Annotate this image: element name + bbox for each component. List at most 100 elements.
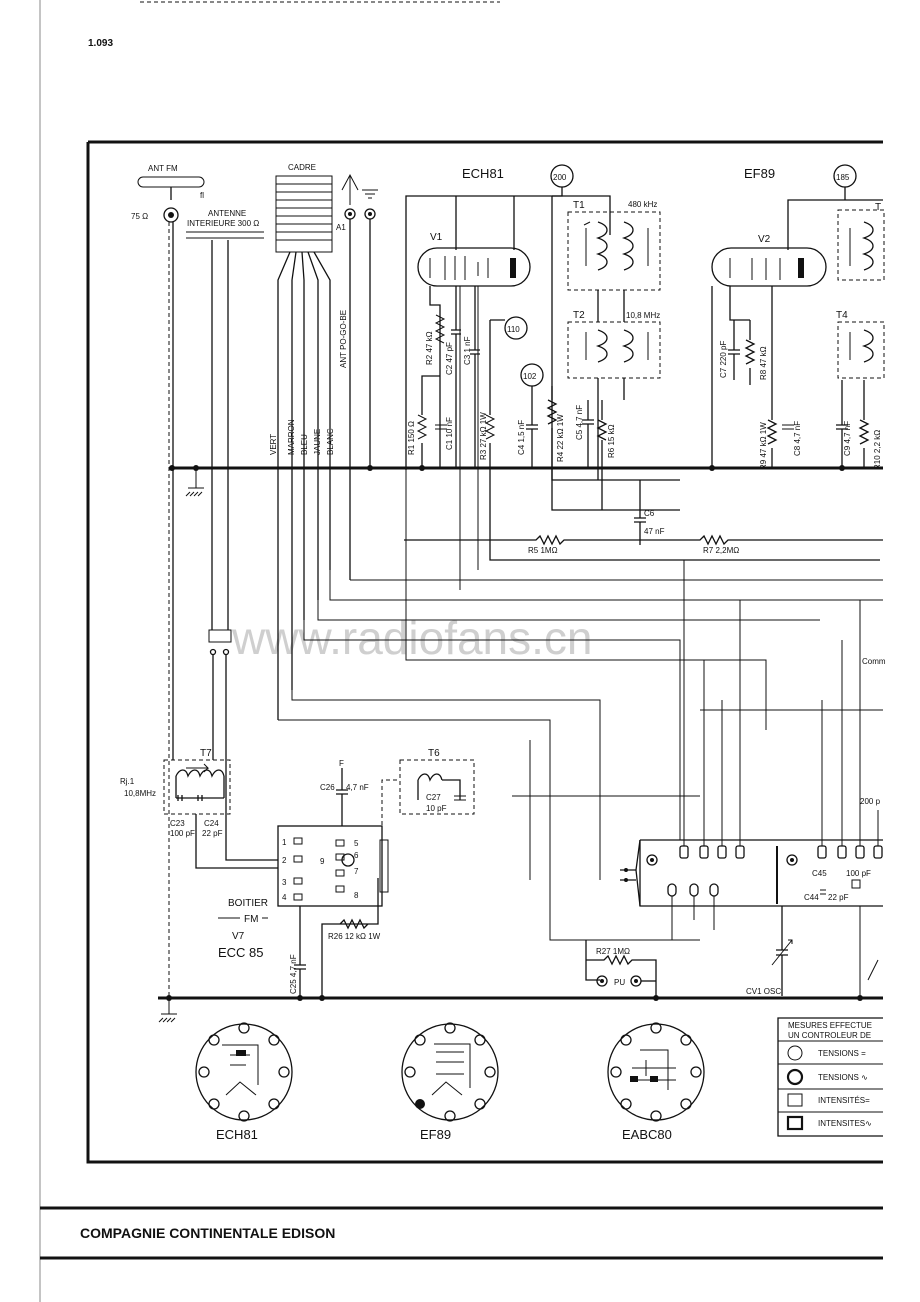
svg-text:Rj.1: Rj.1: [120, 777, 135, 786]
svg-text:R10 2,2 kΩ: R10 2,2 kΩ: [873, 430, 882, 470]
socket-label-ech81: ECH81: [216, 1127, 258, 1142]
svg-text:110: 110: [507, 325, 520, 334]
svg-text:5: 5: [354, 839, 359, 848]
svg-text:1: 1: [282, 838, 287, 847]
svg-text:C7 220 pF: C7 220 pF: [719, 341, 728, 378]
svg-text:C9 4,7 nF: C9 4,7 nF: [843, 421, 852, 456]
cadre-label: CADRE: [288, 163, 316, 172]
c26-capacitor: F C26 4,7 nF: [320, 759, 369, 826]
legend-header-1: MESURES EFFECTUE: [788, 1021, 872, 1030]
c6-capacitor: C6 47 nF: [634, 480, 665, 545]
svg-text:10 pF: 10 pF: [426, 804, 447, 813]
c25-capacitor: C25 4,7 nF: [289, 906, 306, 1000]
r27-pu: R27 1MΩ PU: [585, 940, 657, 996]
wire-bleu: BLEU: [300, 434, 309, 455]
svg-text:200: 200: [553, 173, 567, 182]
svg-text:TENSIONS ∿: TENSIONS ∿: [818, 1073, 868, 1082]
svg-text:TENSIONS =: TENSIONS =: [818, 1049, 866, 1058]
legend-square-thick: [786, 1115, 804, 1131]
v1-type-label: ECH81: [462, 166, 504, 181]
socket-ech81: ECH81: [195, 1022, 293, 1142]
r5-r7-resistors: R5 1MΩ R7 2,2MΩ: [404, 534, 883, 555]
svg-text:C8 4,7 nF: C8 4,7 nF: [793, 421, 802, 456]
svg-text:C1 10 nF: C1 10 nF: [445, 417, 454, 450]
svg-text:C5 4,7 nF: C5 4,7 nF: [575, 405, 584, 440]
t7-transformer: T7 Rj.1 10,8MHz C23 100 pF C24 22 pF: [120, 748, 278, 869]
test-point-102: 102: [520, 363, 544, 387]
svg-text:6: 6: [354, 851, 359, 860]
socket-label-eabc80: EABC80: [622, 1127, 672, 1142]
svg-text:200 p: 200 p: [860, 797, 881, 806]
svg-text:ﬂ: ﬂ: [200, 191, 204, 200]
wire-jaune: JAUNE: [313, 429, 322, 455]
svg-text:R2 47 kΩ: R2 47 kΩ: [425, 331, 434, 365]
svg-text:T4: T4: [836, 310, 848, 321]
svg-text:R3 27 kΩ 1W: R3 27 kΩ 1W: [479, 412, 488, 460]
legend-header-2: UN CONTROLEUR DE: [788, 1031, 871, 1040]
svg-text:2: 2: [282, 856, 287, 865]
v1-network: R2 47 kΩ C2 47 pF C3 1 nF R1 150 Ω C1 10…: [407, 286, 880, 561]
legend-circle-thin: [787, 1045, 803, 1061]
svg-text:F: F: [339, 759, 344, 768]
page-number: 1.093: [88, 38, 113, 49]
v2-network: C7 220 pF R8 47 kΩ R9 47 kΩ 1W C8 4,7 nF…: [711, 286, 882, 470]
svg-text:4,7 nF: 4,7 nF: [346, 783, 369, 792]
ant-po-go-be-label: ANT PO-GO-BE: [339, 310, 348, 368]
v2-type-label: EF89: [744, 166, 775, 181]
svg-text:Comm: Comm: [862, 657, 886, 666]
interior-antenna-label-2: INTERIEURE 300 Ω: [187, 219, 259, 228]
t3-transformer: T: [837, 202, 885, 281]
svg-text:FM: FM: [244, 914, 258, 925]
watermark: www.radiofans.cn: [231, 612, 593, 664]
svg-text:102: 102: [523, 372, 537, 381]
svg-text:10,8MHz: 10,8MHz: [124, 789, 156, 798]
a1-label: A1: [336, 223, 346, 232]
svg-text:T6: T6: [428, 748, 440, 759]
test-point-110: 110: [504, 316, 528, 340]
svg-text:C2 47 pF: C2 47 pF: [445, 342, 454, 375]
t1-transformer: T1 480 kHz: [567, 200, 661, 291]
wire-blanc: BLANC: [326, 428, 335, 455]
antenna-plug: [208, 629, 232, 643]
svg-text:R7 2,2MΩ: R7 2,2MΩ: [703, 546, 739, 555]
svg-text:T1: T1: [573, 200, 585, 211]
cadre-antenna: CADRE VERT MARRON BLEU JAUNE BLANC: [269, 163, 335, 720]
legend-circle-thick: [786, 1068, 804, 1086]
svg-text:4: 4: [282, 893, 287, 902]
svg-text:PU: PU: [614, 978, 625, 987]
svg-text:3: 3: [282, 878, 287, 887]
svg-text:ECC 85: ECC 85: [218, 945, 264, 960]
svg-text:R1 150 Ω: R1 150 Ω: [407, 421, 416, 455]
svg-text:R4 22 kΩ 1W: R4 22 kΩ 1W: [556, 414, 565, 462]
ground-bus: [169, 465, 883, 497]
svg-text:C4 1,5 nF: C4 1,5 nF: [517, 420, 526, 455]
svg-text:R9 47 kΩ 1W: R9 47 kΩ 1W: [759, 422, 768, 470]
svg-text:8: 8: [354, 891, 359, 900]
svg-text:C24: C24: [204, 819, 219, 828]
svg-text:C45: C45: [812, 869, 827, 878]
wire-marron: MARRON: [287, 419, 296, 455]
v2-label: V2: [758, 234, 771, 245]
svg-text:R27 1MΩ: R27 1MΩ: [596, 947, 630, 956]
fm-boitier: 1 2 3 4 5 6 7 8 9 BOITIER FM V7 ECC 85: [218, 825, 389, 960]
t2-transformer: T2 10,8 MHz: [567, 310, 661, 379]
socket-label-ef89: EF89: [420, 1127, 451, 1142]
svg-text:C3 1 nF: C3 1 nF: [463, 336, 472, 365]
svg-text:100 pF: 100 pF: [846, 869, 871, 878]
boitier-label: BOITIER: [228, 898, 268, 909]
svg-text:22 pF: 22 pF: [828, 893, 849, 902]
legend-square-thin: [787, 1093, 803, 1107]
svg-text:R6 15 kΩ: R6 15 kΩ: [607, 424, 616, 458]
svg-text:47 nF: 47 nF: [644, 527, 665, 536]
svg-text:INTENSITES∿: INTENSITES∿: [818, 1119, 872, 1128]
svg-text:R26 12 kΩ 1W: R26 12 kΩ 1W: [328, 932, 381, 941]
svg-text:C6: C6: [644, 509, 655, 518]
svg-text:C26: C26: [320, 783, 335, 792]
svg-text:T: T: [875, 202, 881, 213]
svg-text:INTENSITÉS=: INTENSITÉS=: [818, 1096, 870, 1105]
t6-transformer: T6 C27 10 pF: [381, 748, 475, 860]
tuner-module: C45 100 pF C44 22 pF 200 p: [620, 560, 883, 940]
svg-text:T2: T2: [573, 310, 585, 321]
svg-text:480 kHz: 480 kHz: [628, 200, 657, 209]
test-point-185: 185: [787, 164, 883, 250]
